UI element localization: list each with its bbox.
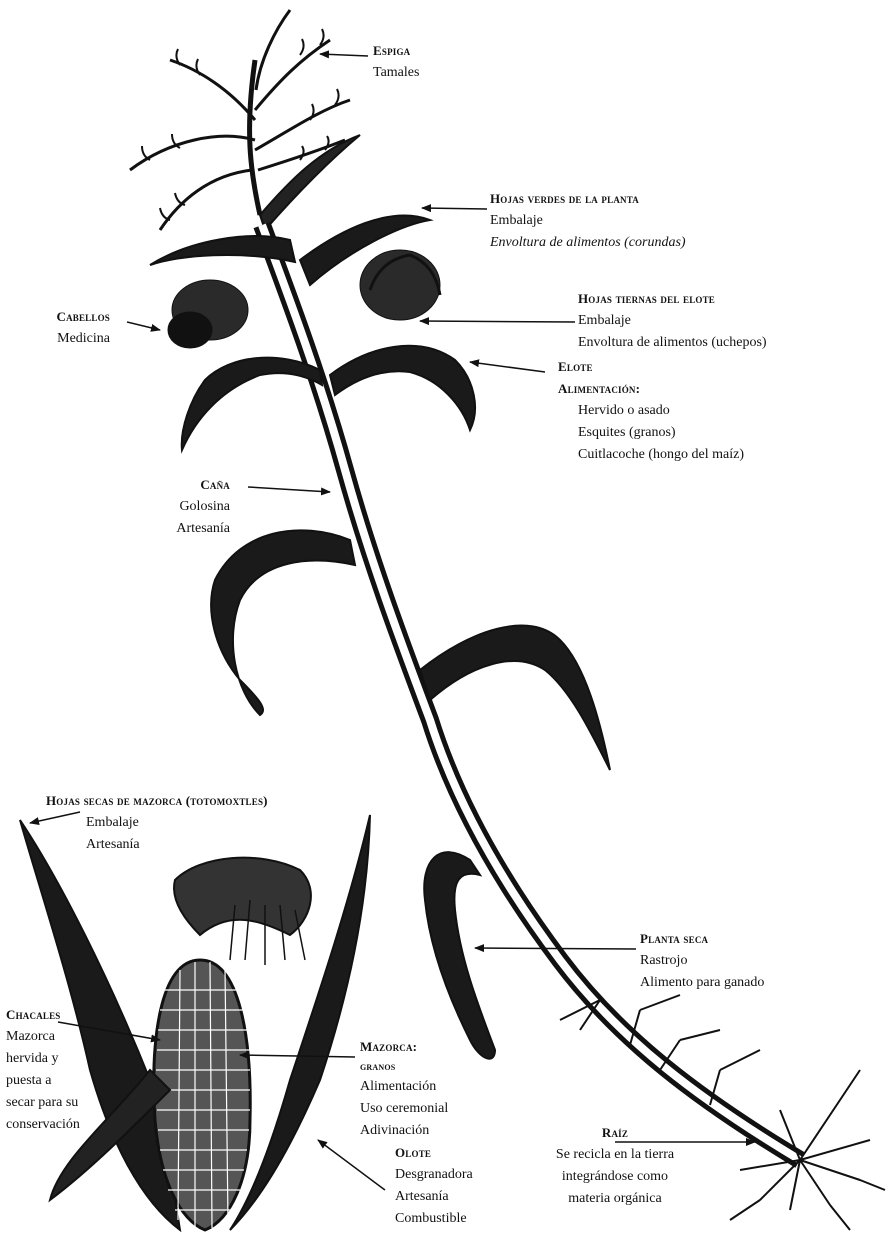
label-raiz-use-1: Se recicla en la tierra (530, 1144, 700, 1166)
label-mazorca-heading: Mazorca: (360, 1036, 448, 1058)
label-hojas-verdes: Hojas verdes de la planta Embalaje Envol… (490, 188, 686, 254)
label-cabellos-use: Medicina (10, 328, 110, 350)
label-olote-use-1: Desgranadora (395, 1164, 473, 1186)
label-hojas-secas-heading: Hojas secas de mazorca (totomoxtles) (46, 790, 268, 812)
label-olote-use-2: Artesanía (395, 1186, 473, 1208)
label-chacales-heading: Chacales (6, 1004, 80, 1026)
label-espiga: Espiga Tamales (373, 40, 419, 84)
label-elote: Elote Alimentación: Hervido o asado Esqu… (558, 356, 744, 466)
label-chacales-use-5: conservación (6, 1114, 80, 1136)
label-espiga-heading: Espiga (373, 40, 419, 62)
label-olote-heading: Olote (395, 1142, 473, 1164)
label-raiz-use-2: integrándose como (530, 1166, 700, 1188)
label-cabellos-heading: Cabellos (10, 306, 110, 328)
label-elote-use-3: Cuitlacoche (hongo del maíz) (558, 444, 744, 466)
label-raiz-use-3: materia orgánica (530, 1188, 700, 1210)
label-mazorca-sub: granos (360, 1058, 448, 1076)
label-raiz-heading: Raíz (530, 1122, 700, 1144)
label-planta-seca-use-2: Alimento para ganado (640, 972, 764, 994)
label-cana-heading: Caña (140, 474, 230, 496)
label-chacales-use-4: secar para su (6, 1092, 80, 1114)
label-mazorca-use-3: Adivinación (360, 1120, 448, 1142)
label-hojas-tiernas-heading: Hojas tiernas del elote (578, 288, 767, 310)
label-hojas-verdes-use-1: Embalaje (490, 210, 686, 232)
label-elote-use-1: Hervido o asado (558, 400, 744, 422)
label-olote: Olote Desgranadora Artesanía Combustible (395, 1142, 473, 1230)
label-hojas-tiernas-use-2: Envoltura de alimentos (uchepos) (578, 332, 767, 354)
label-elote-use-2: Esquites (granos) (558, 422, 744, 444)
label-planta-seca-use-1: Rastrojo (640, 950, 764, 972)
label-hojas-secas-use-1: Embalaje (46, 812, 268, 834)
label-elote-heading: Elote (558, 356, 744, 378)
label-hojas-tiernas: Hojas tiernas del elote Embalaje Envoltu… (578, 288, 767, 354)
label-mazorca-use-2: Uso ceremonial (360, 1098, 448, 1120)
label-hojas-secas: Hojas secas de mazorca (totomoxtles) Emb… (46, 790, 268, 856)
label-cana-use-2: Artesanía (140, 518, 230, 540)
label-chacales-use-1: Mazorca (6, 1026, 80, 1048)
label-cabellos: Cabellos Medicina (10, 306, 110, 350)
label-hojas-secas-use-2: Artesanía (46, 834, 268, 856)
label-planta-seca-heading: Planta seca (640, 928, 764, 950)
label-cana: Caña Golosina Artesanía (140, 474, 230, 540)
label-mazorca: Mazorca: granos Alimentación Uso ceremon… (360, 1036, 448, 1142)
label-chacales: Chacales Mazorca hervida y puesta a seca… (6, 1004, 80, 1136)
label-chacales-use-2: hervida y (6, 1048, 80, 1070)
label-planta-seca: Planta seca Rastrojo Alimento para ganad… (640, 928, 764, 994)
label-chacales-use-3: puesta a (6, 1070, 80, 1092)
label-elote-sub: Alimentación: (558, 378, 744, 400)
label-hojas-verdes-use-2: Envoltura de alimentos (corundas) (490, 232, 686, 254)
label-olote-use-3: Combustible (395, 1208, 473, 1230)
label-mazorca-use-1: Alimentación (360, 1076, 448, 1098)
label-raiz: Raíz Se recicla en la tierra integrándos… (530, 1122, 700, 1210)
label-hojas-verdes-heading: Hojas verdes de la planta (490, 188, 686, 210)
tassel-drawing (130, 10, 360, 230)
label-cana-use-1: Golosina (140, 496, 230, 518)
label-espiga-use: Tamales (373, 62, 419, 84)
label-hojas-tiernas-use-1: Embalaje (578, 310, 767, 332)
